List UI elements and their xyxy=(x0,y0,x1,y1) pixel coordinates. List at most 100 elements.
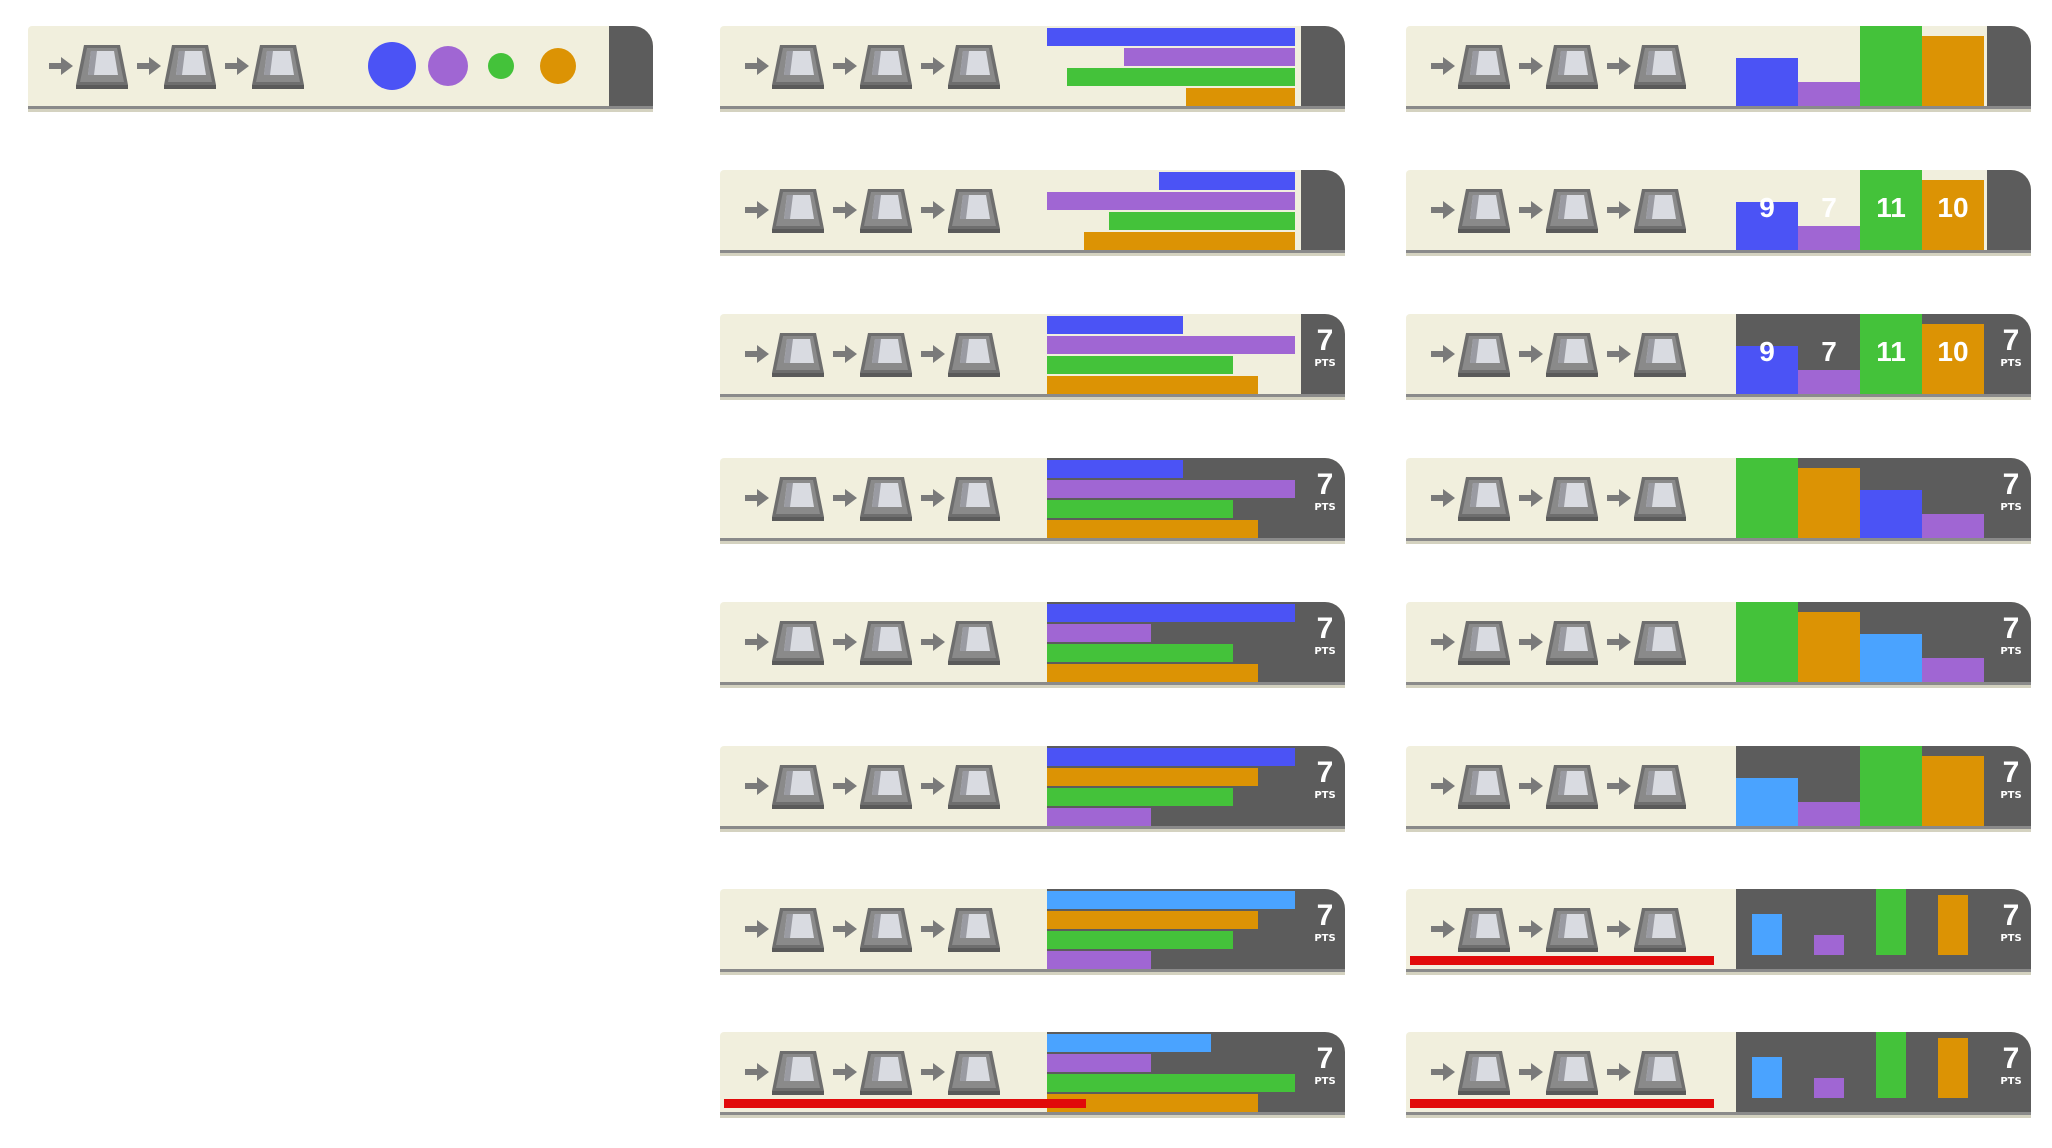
stamp-step xyxy=(920,904,1002,954)
machine-icon xyxy=(1634,621,1686,665)
column-orange xyxy=(1922,324,1984,394)
machine-icon xyxy=(772,1051,824,1095)
stamp-step xyxy=(1430,617,1512,667)
column-blue xyxy=(1736,202,1798,250)
points-unit: PTS xyxy=(1314,358,1336,369)
arrow-right-icon xyxy=(833,1063,857,1081)
progress-bar-red xyxy=(1410,1099,1714,1108)
bar-green xyxy=(1047,788,1233,806)
card-m2 xyxy=(720,170,1345,253)
bar-green xyxy=(1109,212,1295,230)
points-value: 7 xyxy=(1316,899,1334,932)
legend-dot-orange xyxy=(540,48,576,84)
stamp-step xyxy=(920,761,1002,811)
column-light_blue xyxy=(1752,914,1782,955)
bar-orange xyxy=(1047,376,1258,394)
column-value-label: 9 xyxy=(1759,336,1775,367)
arrow-right-icon xyxy=(1519,345,1543,363)
stamp-step xyxy=(920,473,1002,523)
stamp-sequence xyxy=(1430,40,1694,92)
machine-icon xyxy=(1634,477,1686,521)
points-value: 7 xyxy=(2002,899,2020,932)
points-value: 7 xyxy=(2002,1042,2020,1075)
stamp-sequence xyxy=(1430,760,1694,812)
bar-orange xyxy=(1047,768,1258,786)
stamp-step xyxy=(832,329,914,379)
stamp-step xyxy=(1518,761,1600,811)
stamp-step xyxy=(920,617,1002,667)
bar-purple xyxy=(1047,951,1151,969)
stamp-step xyxy=(136,41,218,91)
points-unit: PTS xyxy=(2000,790,2022,801)
bar-green xyxy=(1047,644,1233,662)
arrow-right-icon xyxy=(1431,633,1455,651)
card-r1 xyxy=(1406,26,2031,109)
machine-icon xyxy=(860,189,912,233)
stamp-step xyxy=(1430,329,1512,379)
bar-green xyxy=(1047,931,1233,949)
arrow-right-icon xyxy=(921,777,945,795)
arrow-right-icon xyxy=(1607,633,1631,651)
arrow-right-icon xyxy=(921,201,945,219)
arrow-right-icon xyxy=(1431,777,1455,795)
points-value: 7 xyxy=(1316,756,1334,789)
points-value: 7 xyxy=(1316,1042,1334,1075)
points-unit: PTS xyxy=(2000,933,2022,944)
stamp-sequence xyxy=(1430,1046,1694,1098)
machine-icon xyxy=(1458,765,1510,809)
points-value: 7 xyxy=(2002,468,2020,501)
stamp-step xyxy=(744,41,826,91)
machine-icon xyxy=(772,45,824,89)
column-light_blue xyxy=(1752,1057,1782,1098)
arrow-right-icon xyxy=(921,633,945,651)
legend-dot-green xyxy=(488,53,514,79)
column-purple xyxy=(1922,514,1984,538)
points-value: 7 xyxy=(1316,612,1334,645)
arrow-right-icon xyxy=(745,57,769,75)
machine-icon xyxy=(1634,189,1686,233)
machine-icon xyxy=(1458,908,1510,952)
arrow-right-icon xyxy=(225,57,249,75)
bar-light_blue xyxy=(1047,1034,1211,1052)
machine-icon xyxy=(948,908,1000,952)
machine-icon xyxy=(1546,333,1598,377)
points-value: 7 xyxy=(2002,612,2020,645)
column-green xyxy=(1876,1032,1906,1098)
column-orange xyxy=(1922,180,1984,250)
column-value-label: 9 xyxy=(1759,192,1775,223)
stamp-step xyxy=(832,185,914,235)
stamp-sequence xyxy=(1430,472,1694,524)
column-purple xyxy=(1798,226,1860,250)
column-blue xyxy=(1736,346,1798,394)
machine-icon xyxy=(948,477,1000,521)
points-value: 7 xyxy=(1316,324,1334,357)
arrow-right-icon xyxy=(833,489,857,507)
machine-icon xyxy=(1634,765,1686,809)
progress-bar-red xyxy=(1410,956,1714,965)
machine-icon xyxy=(860,333,912,377)
stamp-step xyxy=(1606,185,1688,235)
bar-purple xyxy=(1124,48,1295,66)
machine-icon xyxy=(948,189,1000,233)
machine-icon xyxy=(772,621,824,665)
stamp-step xyxy=(744,761,826,811)
stamp-step xyxy=(1430,185,1512,235)
stamp-step xyxy=(1430,1047,1512,1097)
arrow-right-icon xyxy=(921,345,945,363)
side-dark-tab xyxy=(1301,314,1345,394)
stamp-step xyxy=(1606,329,1688,379)
stamp-step xyxy=(1430,761,1512,811)
points-unit: PTS xyxy=(2000,646,2022,657)
bar-purple xyxy=(1047,336,1295,354)
